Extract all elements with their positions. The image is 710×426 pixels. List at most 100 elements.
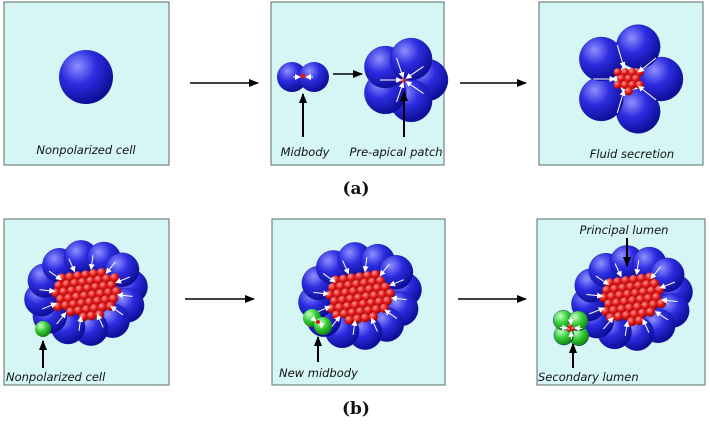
lumen-ball <box>73 271 83 281</box>
pre-apical-cluster <box>364 37 449 123</box>
secretion-arrow <box>396 81 405 103</box>
lumen-ball <box>72 292 82 302</box>
lumen-ball <box>361 292 372 302</box>
secretion-arrow <box>384 309 398 319</box>
lumen-ball <box>640 301 651 311</box>
secretion-arrow <box>116 292 133 299</box>
lumen-ball <box>90 282 101 292</box>
lumen-ball <box>108 294 119 304</box>
secretion-arrow <box>41 302 57 310</box>
secretion-arrow <box>370 317 378 332</box>
caption-a: (a) <box>342 179 369 199</box>
lumen-ball <box>371 304 381 314</box>
secretion-arrow <box>588 307 605 315</box>
lumen-ball <box>615 290 625 301</box>
lumen-ball <box>105 301 116 311</box>
lumen-ball <box>86 311 97 321</box>
secretion-arrow <box>654 311 669 321</box>
lumen-ball <box>637 273 647 283</box>
lumen-ball <box>613 311 624 322</box>
lumen-ball <box>354 272 365 282</box>
lumen-ball <box>351 279 362 289</box>
lumen-ball <box>84 297 95 307</box>
lumen-ball <box>604 299 614 309</box>
lumen-ball <box>348 287 359 297</box>
label-fluid-secretion: Fluid secretion <box>590 147 674 161</box>
secretion-arrow <box>650 266 662 280</box>
lumen-ball <box>64 293 74 303</box>
secretion-arrow <box>637 85 657 101</box>
lumen-ball <box>638 287 649 297</box>
secretion-arrow <box>56 312 67 325</box>
lumen-ball <box>337 295 348 305</box>
secretion-arrow <box>39 287 56 294</box>
secretion-arrow <box>405 66 424 79</box>
lumen-ball <box>339 274 349 284</box>
panel-b1: Nonpolarized cell <box>3 218 170 386</box>
lumen-ball <box>649 278 660 289</box>
lumen-ball <box>73 306 84 316</box>
lumen-ball <box>340 288 351 298</box>
label-nonpolarized-cell-a: Nonpolarized cell <box>36 143 136 157</box>
lumen-ball <box>634 316 645 326</box>
lumen-ball <box>355 307 365 317</box>
secretion-arrow <box>623 320 630 336</box>
lumen-ball <box>334 302 345 313</box>
lumen-ball <box>59 287 69 297</box>
secretion-arrow <box>110 305 124 316</box>
lumen-ball <box>624 87 633 96</box>
secondary-lumen-cluster <box>553 310 589 346</box>
lumen-ball <box>613 80 622 90</box>
lumen-ball <box>628 68 637 77</box>
lumen-ball <box>570 326 575 331</box>
lumen-ball <box>81 270 91 280</box>
lumen-ball <box>68 299 79 310</box>
lumen-ball <box>87 290 98 300</box>
lumen-ball <box>374 297 384 307</box>
lumen-ball <box>95 289 106 299</box>
lumen-ball <box>363 305 373 316</box>
dividing-cell <box>277 62 329 92</box>
lumen-ball <box>342 301 353 312</box>
lumen-ball <box>356 285 367 296</box>
lumen-ball <box>624 303 635 313</box>
lumen-ball <box>375 276 386 286</box>
secretion-arrow <box>313 290 330 297</box>
lumen-ball <box>621 276 631 286</box>
lumen-ball <box>629 309 640 319</box>
lumen-ball <box>631 74 641 83</box>
lumen-ball <box>616 304 627 314</box>
secretion-arrow <box>77 315 84 331</box>
lumen-ball <box>70 278 80 288</box>
lumen-ball <box>609 305 619 315</box>
lumen-ball <box>353 293 364 303</box>
lumen-ball <box>362 271 373 281</box>
panel-a1: Nonpolarized cell <box>3 1 170 166</box>
lumen-ball <box>329 296 340 306</box>
lumen-ball <box>81 305 92 315</box>
secretion-arrow <box>316 305 331 313</box>
secretion-arrow <box>396 57 405 79</box>
lumen-ball <box>54 280 64 291</box>
lumen-ball <box>635 294 646 305</box>
panel-b3: Principal lumen Secondary lumen <box>536 218 706 386</box>
lumen-ball <box>643 293 654 303</box>
lumen-ball <box>61 300 71 311</box>
dividing-green-cell <box>303 309 332 335</box>
lumen-ball <box>350 300 361 310</box>
lumen-ball <box>344 315 354 325</box>
lumen-ball <box>610 284 620 294</box>
secretion-arrow <box>559 324 569 331</box>
secretion-arrow <box>379 263 390 277</box>
lumen-ball <box>98 281 109 291</box>
lumen-ball <box>648 300 659 310</box>
label-nonpolarized-cell-b: Nonpolarized cell <box>6 370 106 384</box>
lumen-ball <box>368 312 378 322</box>
lumen-ball <box>621 310 632 321</box>
lumen-ball <box>94 275 104 285</box>
lumen-ball <box>635 80 644 90</box>
secretion-arrow <box>634 260 641 276</box>
lumen-ball <box>630 288 641 298</box>
lumen-ball <box>634 281 644 291</box>
lumen-ball <box>347 308 358 318</box>
